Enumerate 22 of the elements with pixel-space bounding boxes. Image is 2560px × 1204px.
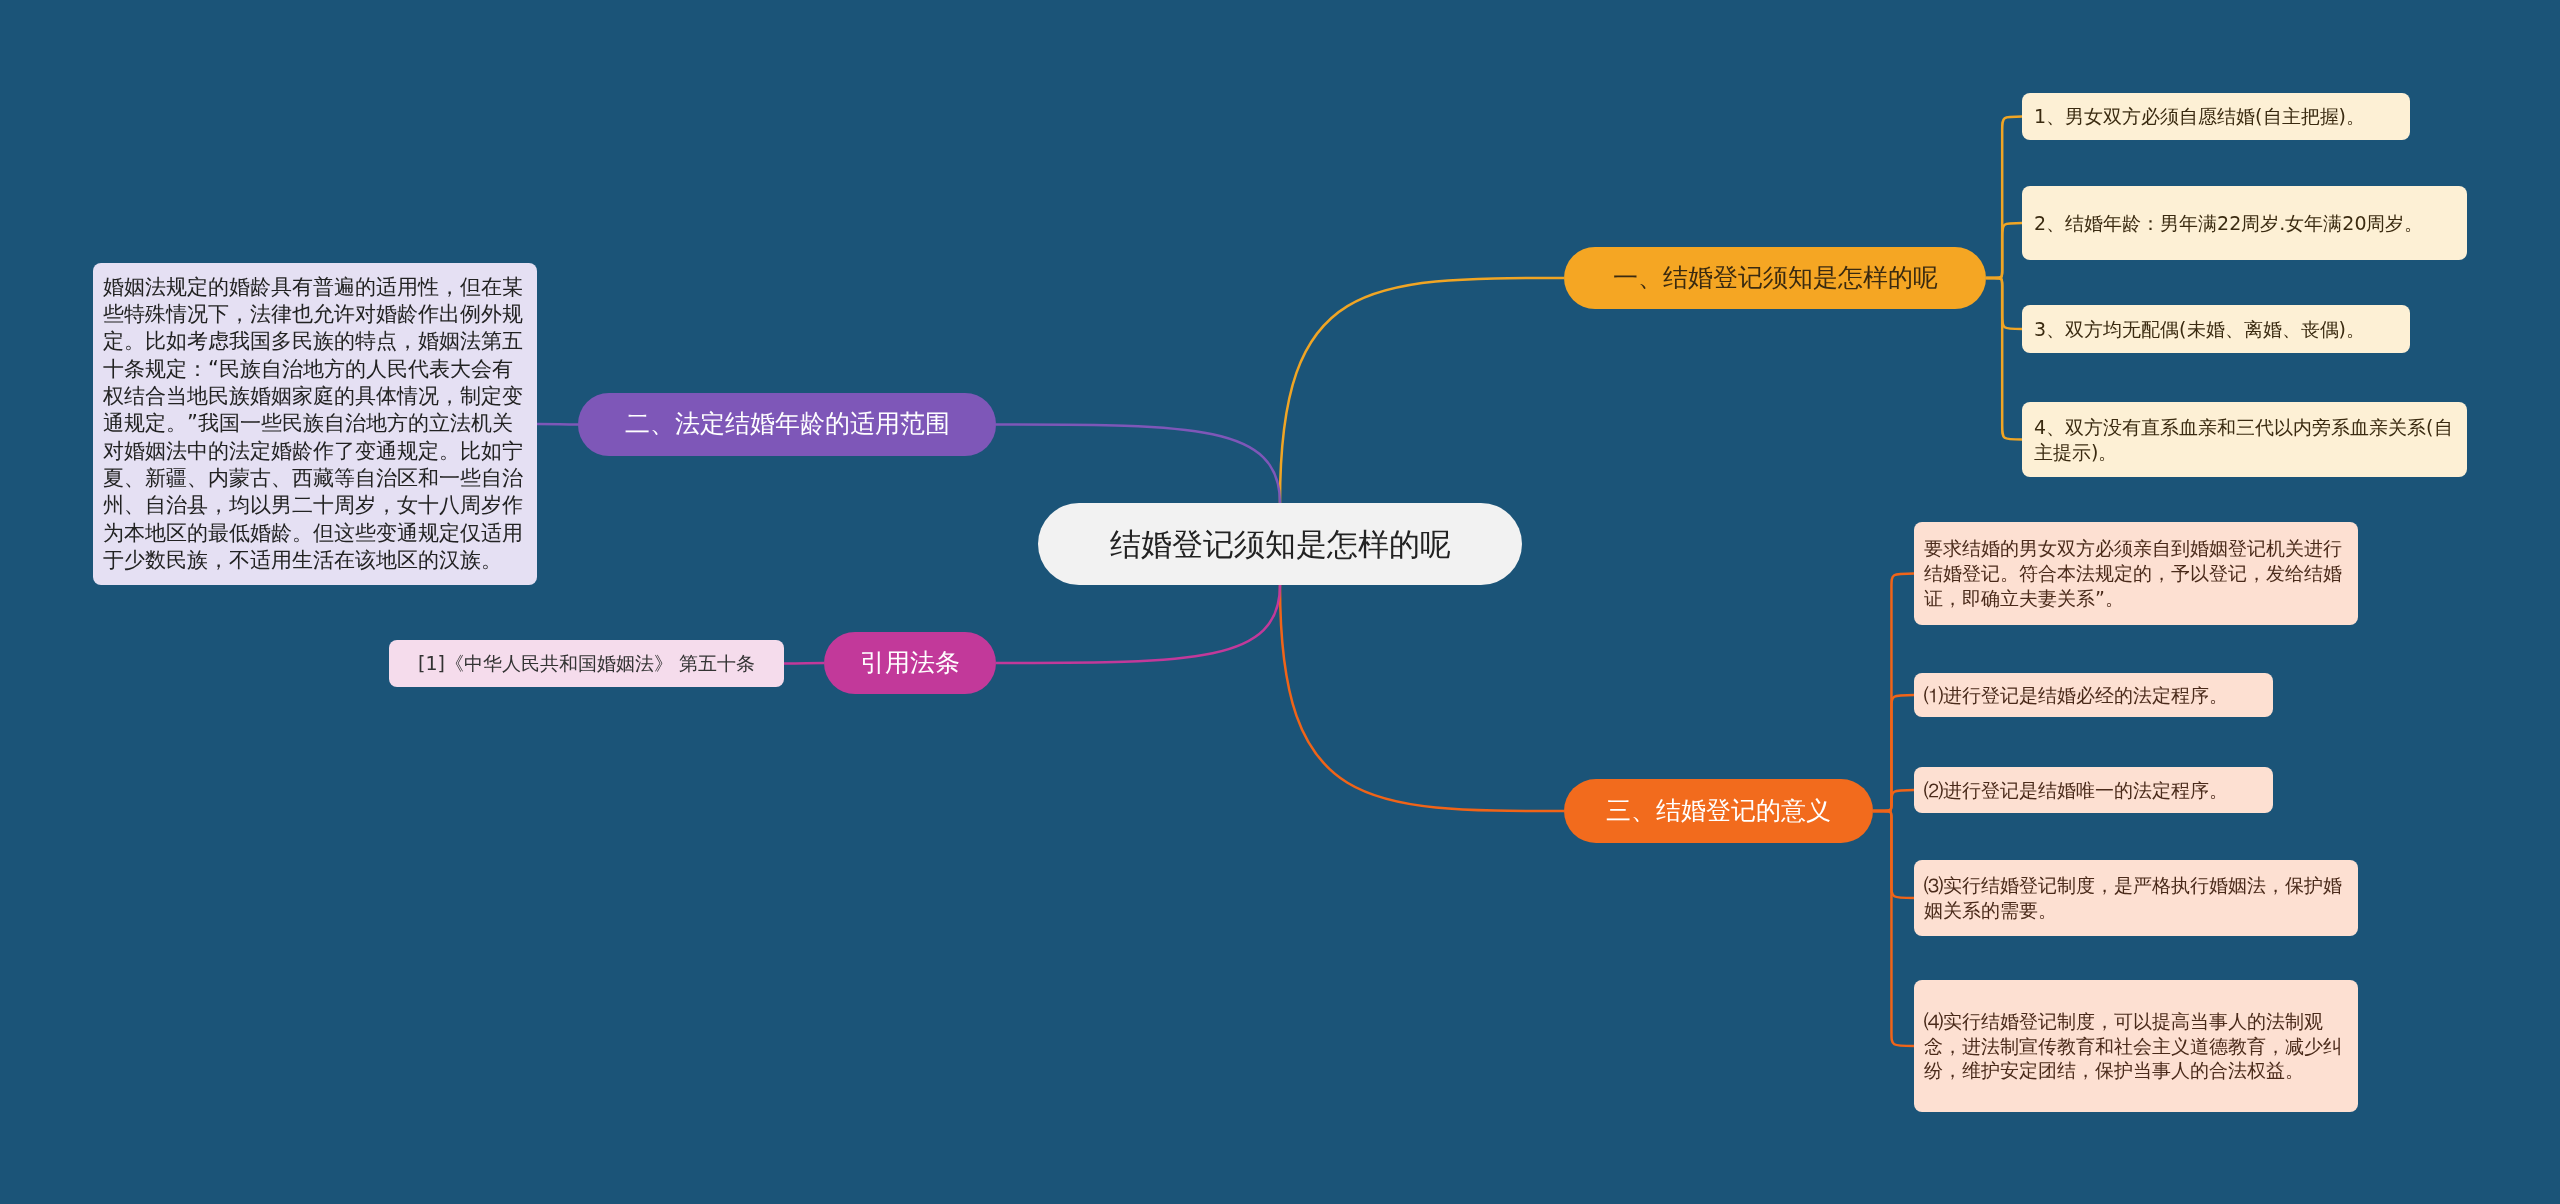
- connector-line: [537, 422, 578, 426]
- central-topic: 结婚登记须知是怎样的呢: [1038, 503, 1522, 585]
- subtopic-box: 要求结婚的男女双方必须亲自到婚姻登记机关进行结婚登记。符合本法规定的，予以登记，发给结婚证，即确立夫妻关系”。: [1914, 522, 2358, 625]
- connector-line: [1873, 809, 1914, 1048]
- connector-line: [1986, 276, 2022, 441]
- subtopic-box: 4、双方没有直系血亲和三代以内旁系血亲关系(自主提示)。: [2022, 402, 2467, 477]
- subtopic-box: [1]《中华人民共和国婚姻法》 第五十条: [389, 640, 784, 687]
- connector-line: [784, 661, 824, 665]
- subtopic-box: 婚姻法规定的婚龄具有普遍的适用性，但在某些特殊情况下，法律也允许对婚龄作出例外规定。比如考虑我国多民族的特点，婚姻法第五十条规定：“民族自治地方的人民代表大会有权结合当地民族婚姻家庭的具体情况，制定变通规定。”我国一些民族自治地方的立法机关对婚姻法中的法定婚龄作了变通规定。比如宁夏、新疆、内蒙古、西藏等自治区和一些自治州、自治县，均以男二十周岁，女十八周岁作为本地区的最低婚龄。但这些变通规定仅适用于少数民族，不适用生活在该地区的汉族。: [93, 263, 537, 585]
- subtopic-box: 2、结婚年龄：男年满22周岁.女年满20周岁。: [2022, 186, 2467, 260]
- connector-line: [996, 423, 1282, 504]
- subtopic-box: ⑵进行登记是结婚唯一的法定程序。: [1914, 767, 2273, 813]
- branch-topic: 引用法条: [824, 632, 996, 694]
- subtopic-box: ⑶实行结婚登记制度，是严格执行婚姻法，保护婚姻关系的需要。: [1914, 860, 2358, 936]
- branch-topic: 三、结婚登记的意义: [1564, 779, 1873, 843]
- connector-line: [996, 584, 1282, 665]
- branch-topic: 二、法定结婚年龄的适用范围: [578, 393, 996, 456]
- subtopic-box: 1、男女双方必须自愿结婚(自主把握)。: [2022, 93, 2410, 140]
- branch-topic: 一、结婚登记须知是怎样的呢: [1564, 247, 1986, 309]
- subtopic-box: ⑷实行结婚登记制度，可以提高当事人的法制观念，进法制宣传教育和社会主义道德教育，减少纠纷，维护安定团结，保护当事人的合法权益。: [1914, 980, 2358, 1112]
- subtopic-box: ⑴进行登记是结婚必经的法定程序。: [1914, 673, 2273, 717]
- subtopic-box: 3、双方均无配偶(未婚、离婚、丧偶)。: [2022, 305, 2410, 353]
